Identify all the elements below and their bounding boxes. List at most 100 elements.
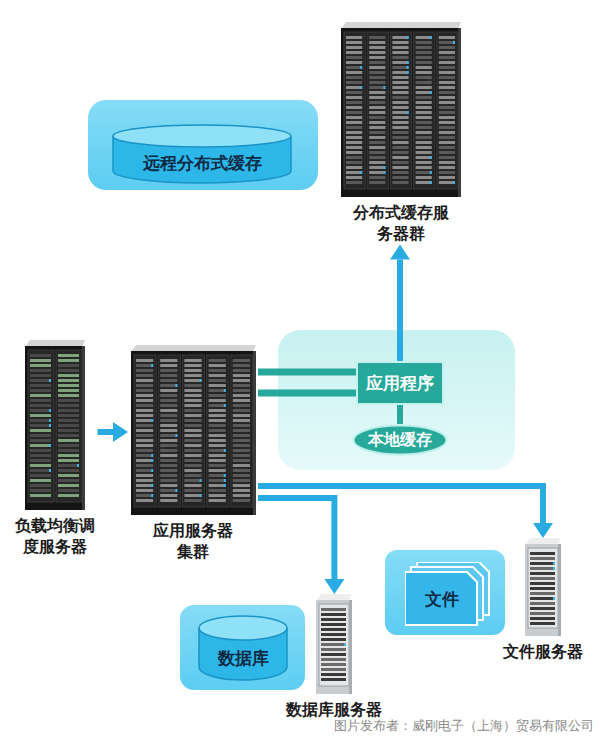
drawing-part — [158, 355, 180, 507]
drawing-part — [439, 106, 455, 109]
drawing-part — [416, 66, 432, 69]
drawing-part — [208, 464, 225, 467]
drawing-part — [439, 86, 455, 89]
drawing-part — [416, 76, 432, 79]
drawing-part — [346, 76, 362, 79]
drawing-part — [208, 479, 225, 482]
drawing-part — [136, 469, 153, 472]
drawing-part — [341, 28, 461, 197]
drawing-part — [439, 136, 455, 139]
node-label: 负载均衡调度服务器 — [14, 516, 97, 558]
drawing-part — [525, 544, 561, 636]
drawing-part — [199, 379, 201, 382]
drawing-part — [208, 424, 225, 427]
drawing-part — [439, 151, 455, 154]
drawing-part — [416, 81, 432, 84]
drawing-part — [319, 604, 349, 686]
drawing-part — [184, 434, 201, 437]
drawing-part — [30, 409, 51, 412]
drawing-part — [392, 176, 408, 179]
db-panel — [180, 605, 305, 690]
drawing-part — [369, 91, 385, 94]
connector-line — [97, 429, 113, 435]
server-rack — [25, 340, 85, 510]
drawing-part — [439, 161, 455, 164]
drawing-part — [383, 171, 385, 174]
drawing-part — [369, 151, 385, 154]
drawing-part — [58, 484, 79, 487]
drawing-part — [136, 484, 153, 487]
drawing-part — [30, 494, 51, 497]
drawing-part — [136, 424, 153, 427]
drawing-part — [58, 404, 79, 407]
drawing-part — [321, 628, 346, 631]
drawing-part — [160, 494, 177, 497]
drawing-part — [30, 394, 51, 397]
drawing-part — [208, 484, 225, 487]
drawing-part — [208, 414, 225, 417]
drawing-part — [184, 394, 201, 397]
drawing-part — [392, 181, 408, 184]
drawing-part — [232, 479, 249, 482]
drawing-part — [346, 61, 362, 64]
drawing-part — [160, 419, 177, 422]
drawing-part — [369, 106, 385, 109]
drawing-part — [136, 439, 153, 442]
drawing-part — [136, 399, 153, 402]
drawing-part — [58, 444, 79, 447]
drawing-part — [346, 156, 362, 159]
drawing-part — [346, 71, 362, 74]
drawing-part — [232, 449, 249, 452]
drawing-part — [184, 419, 201, 422]
drawing-part — [392, 81, 408, 84]
drawing-part — [160, 434, 177, 437]
connector — [390, 245, 410, 361]
drawing-part — [346, 111, 362, 114]
drawing-part — [416, 61, 432, 64]
drawing-part — [184, 389, 201, 392]
drawing-part — [346, 36, 362, 39]
file-icon: 文件 — [405, 562, 490, 626]
drawing-part — [369, 166, 385, 169]
drawing-part — [369, 81, 385, 84]
drawing-part — [160, 449, 177, 452]
drawing-part — [58, 489, 79, 492]
drawing-part — [416, 176, 432, 179]
drawing-part — [160, 429, 177, 432]
drawing-part — [346, 101, 362, 104]
drawing-part — [232, 399, 249, 402]
drawing-part — [175, 434, 177, 437]
drawing-part — [369, 141, 385, 144]
drawing-part — [58, 464, 79, 467]
drawing-part — [131, 351, 256, 515]
drawing-part — [232, 464, 249, 467]
drawing-part — [392, 91, 408, 94]
drawing-part — [321, 673, 346, 676]
drawing-part — [30, 419, 51, 422]
drawing-part — [416, 116, 432, 119]
drawing-part — [439, 131, 455, 134]
drawing-part — [369, 116, 385, 119]
drawing-part — [392, 86, 408, 89]
drawing-part — [416, 146, 432, 149]
drawing-part — [184, 429, 201, 432]
drawing-part — [232, 424, 249, 427]
drawing-part — [407, 36, 409, 39]
drawing-part — [184, 444, 201, 447]
db-server: 数据库服务器 — [284, 594, 384, 721]
drawing-part — [160, 484, 177, 487]
drawing-part — [392, 136, 408, 139]
drawing-part — [160, 384, 177, 387]
drawing-part — [369, 36, 385, 39]
drawing-part — [30, 384, 51, 387]
drawing-part — [439, 121, 455, 124]
drawing-part — [346, 151, 362, 154]
drawing-part — [208, 444, 225, 447]
drawing-part — [321, 633, 346, 636]
drawing-part — [30, 379, 51, 382]
drawing-part — [346, 116, 362, 119]
drawing-part — [346, 141, 362, 144]
drawing-part — [439, 181, 455, 184]
drawing-part — [439, 156, 455, 159]
drawing-part — [160, 439, 177, 442]
